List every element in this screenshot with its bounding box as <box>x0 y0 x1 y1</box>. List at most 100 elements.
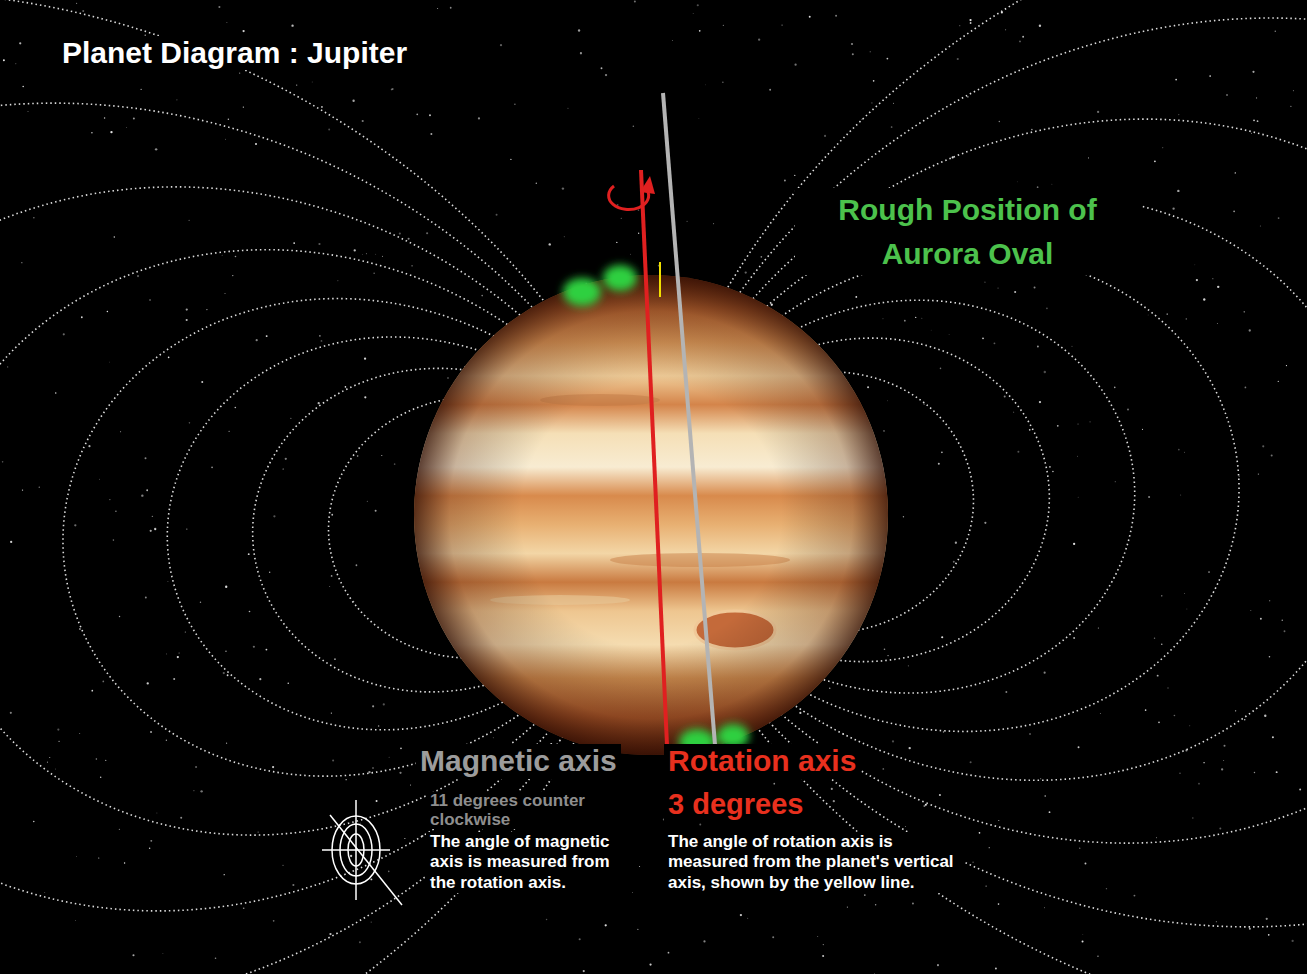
star <box>371 921 372 922</box>
star <box>447 377 448 378</box>
star <box>699 824 701 826</box>
star <box>985 885 987 887</box>
star <box>81 316 83 318</box>
star <box>399 232 401 234</box>
star <box>223 672 225 674</box>
star <box>146 489 148 491</box>
star <box>546 919 547 920</box>
star <box>1216 921 1217 922</box>
star <box>1154 637 1155 638</box>
star <box>345 386 347 388</box>
icon-ring <box>348 834 364 866</box>
star <box>1142 429 1143 430</box>
star <box>1203 298 1205 300</box>
star <box>632 891 634 893</box>
star <box>705 84 707 86</box>
star <box>851 43 853 45</box>
star <box>114 236 116 238</box>
star <box>1249 928 1251 930</box>
star <box>972 861 974 863</box>
star <box>1046 307 1048 309</box>
star <box>1037 346 1039 348</box>
star <box>400 747 402 749</box>
star <box>758 38 760 40</box>
star <box>939 794 941 796</box>
star <box>177 656 179 658</box>
star <box>867 386 869 388</box>
diagram-title: Planet Diagram : Jupiter <box>58 36 411 70</box>
star <box>649 963 651 965</box>
star <box>186 308 188 310</box>
star <box>835 15 837 17</box>
star <box>1221 768 1223 770</box>
angle-value: 3 degrees <box>664 788 807 821</box>
star <box>824 135 826 137</box>
star <box>638 233 639 234</box>
star <box>328 129 330 131</box>
star <box>969 19 971 21</box>
star <box>375 510 377 512</box>
star <box>1073 543 1075 545</box>
star <box>1249 329 1251 331</box>
star <box>74 524 76 526</box>
star <box>1260 618 1262 620</box>
star <box>189 220 190 221</box>
star <box>1161 595 1162 596</box>
star <box>408 238 410 240</box>
star <box>100 776 101 777</box>
rotation-axis-line <box>641 170 667 745</box>
star <box>1271 454 1273 456</box>
star <box>368 771 370 773</box>
star <box>1272 736 1274 738</box>
star <box>257 831 258 832</box>
star <box>176 99 177 100</box>
star <box>39 486 40 487</box>
star <box>722 81 723 82</box>
star <box>930 329 932 331</box>
star <box>1178 449 1180 451</box>
star <box>282 864 284 866</box>
star <box>19 42 21 44</box>
star <box>747 917 749 919</box>
star <box>352 100 354 102</box>
star <box>723 25 724 26</box>
star <box>334 658 336 660</box>
star <box>218 6 220 8</box>
star <box>235 407 237 409</box>
star <box>563 236 565 238</box>
star <box>1079 848 1080 849</box>
star <box>361 253 363 255</box>
star <box>1268 934 1270 936</box>
star <box>450 7 452 9</box>
star <box>229 431 230 432</box>
star <box>941 636 943 638</box>
star <box>1276 771 1278 773</box>
star <box>367 501 368 502</box>
star <box>1049 811 1051 813</box>
star <box>984 282 985 283</box>
star <box>692 13 694 15</box>
star <box>124 862 125 863</box>
star <box>634 1 636 3</box>
icon-ring <box>332 816 380 884</box>
star <box>96 758 98 760</box>
star <box>357 455 359 457</box>
star <box>1180 494 1181 495</box>
star <box>1252 71 1254 73</box>
star <box>1223 745 1225 747</box>
star <box>984 522 986 524</box>
star <box>1071 345 1073 347</box>
star <box>1044 371 1046 373</box>
star <box>1005 691 1007 693</box>
star <box>1254 772 1255 773</box>
star <box>1258 473 1259 474</box>
star <box>771 304 773 306</box>
star <box>91 690 93 692</box>
star <box>318 402 320 404</box>
star <box>888 655 889 656</box>
star <box>1223 759 1225 761</box>
star <box>912 902 914 904</box>
star <box>1034 287 1036 289</box>
star <box>1082 934 1084 936</box>
star <box>1097 111 1099 113</box>
